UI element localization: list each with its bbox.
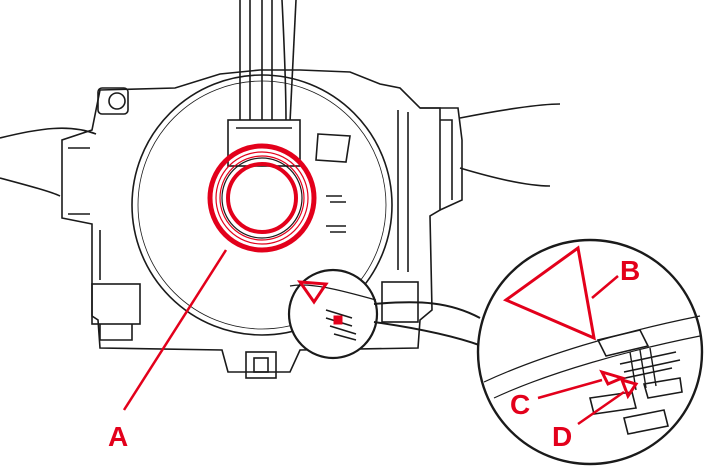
- callout-a: A: [108, 421, 128, 452]
- neutral-mark-small-view: [287, 268, 379, 360]
- callout-labels: A B C D: [108, 255, 640, 452]
- detail-view-enlarged: [476, 238, 704, 466]
- callout-b: B: [620, 255, 640, 286]
- steering-column-switch-body: [0, 69, 561, 379]
- alignment-mark-d-triangle: [619, 377, 639, 400]
- alignment-mark-c-triangle: [599, 369, 627, 386]
- magnifier-connector: [373, 301, 483, 347]
- leader-lines: [122, 249, 625, 426]
- leader-line-c: [537, 378, 603, 400]
- neutral-mark-triangle-large: [502, 245, 596, 341]
- callout-d: D: [552, 421, 572, 452]
- steering-shaft-hole-highlight: [207, 143, 317, 253]
- leader-line-d: [577, 390, 625, 426]
- leader-line-b: [591, 275, 619, 299]
- leader-line-a: [122, 249, 228, 411]
- callout-c: C: [510, 389, 530, 420]
